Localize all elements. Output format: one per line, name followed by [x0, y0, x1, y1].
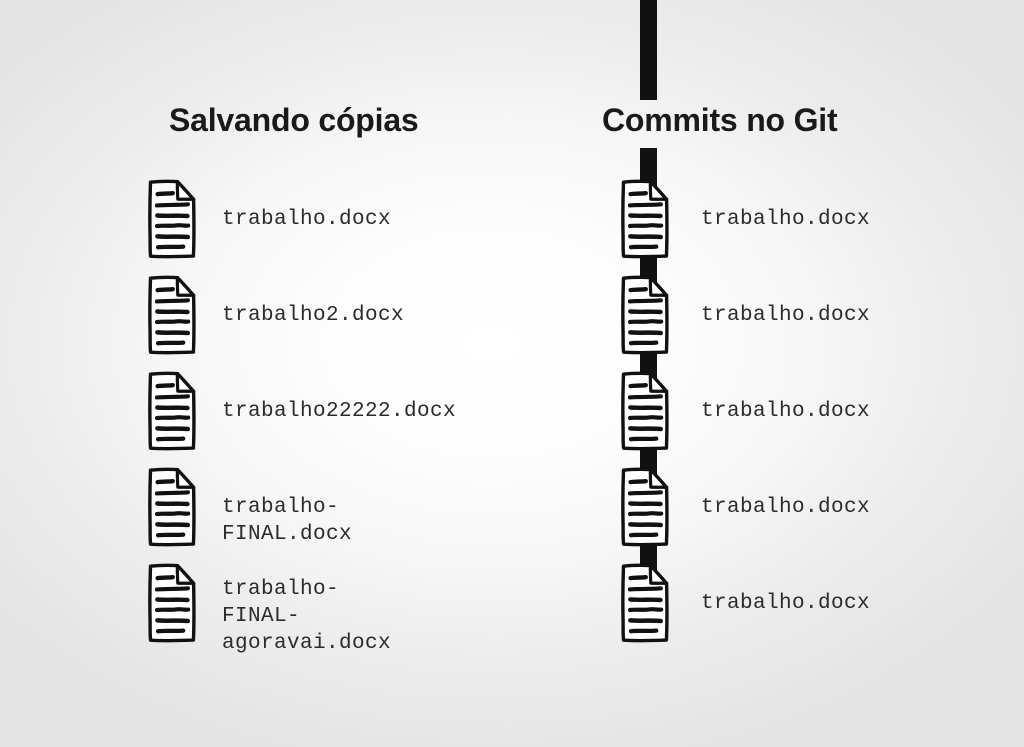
file-name-label: trabalho.docx	[701, 304, 871, 327]
document-icon	[146, 466, 198, 548]
git-branch-line-top	[640, 0, 657, 100]
document-icon	[146, 562, 198, 644]
page-title-git-commits: Commits no Git	[602, 102, 838, 138]
document-icon	[619, 370, 671, 452]
page-title-saving-copies: Salvando cópias	[169, 102, 419, 138]
file-name-label: trabalho.docx	[701, 400, 871, 423]
document-icon	[146, 178, 198, 260]
document-icon	[619, 466, 671, 548]
file-name-label: trabalho.docx	[222, 208, 392, 231]
file-name-label: trabalho2.docx	[222, 304, 405, 327]
file-name-label: trabalho.docx	[701, 592, 871, 615]
document-icon	[619, 274, 671, 356]
document-icon	[619, 178, 671, 260]
file-name-label: trabalho.docx	[701, 496, 871, 519]
file-name-label: trabalho-FINAL.docx	[222, 496, 353, 546]
document-icon	[619, 562, 671, 644]
file-name-label: trabalho22222.docx	[222, 400, 457, 423]
document-icon	[146, 370, 198, 452]
file-name-label: trabalho.docx	[701, 208, 871, 231]
document-icon	[146, 274, 198, 356]
file-name-label: trabalho-FINAL- agoravai.docx	[222, 578, 392, 655]
